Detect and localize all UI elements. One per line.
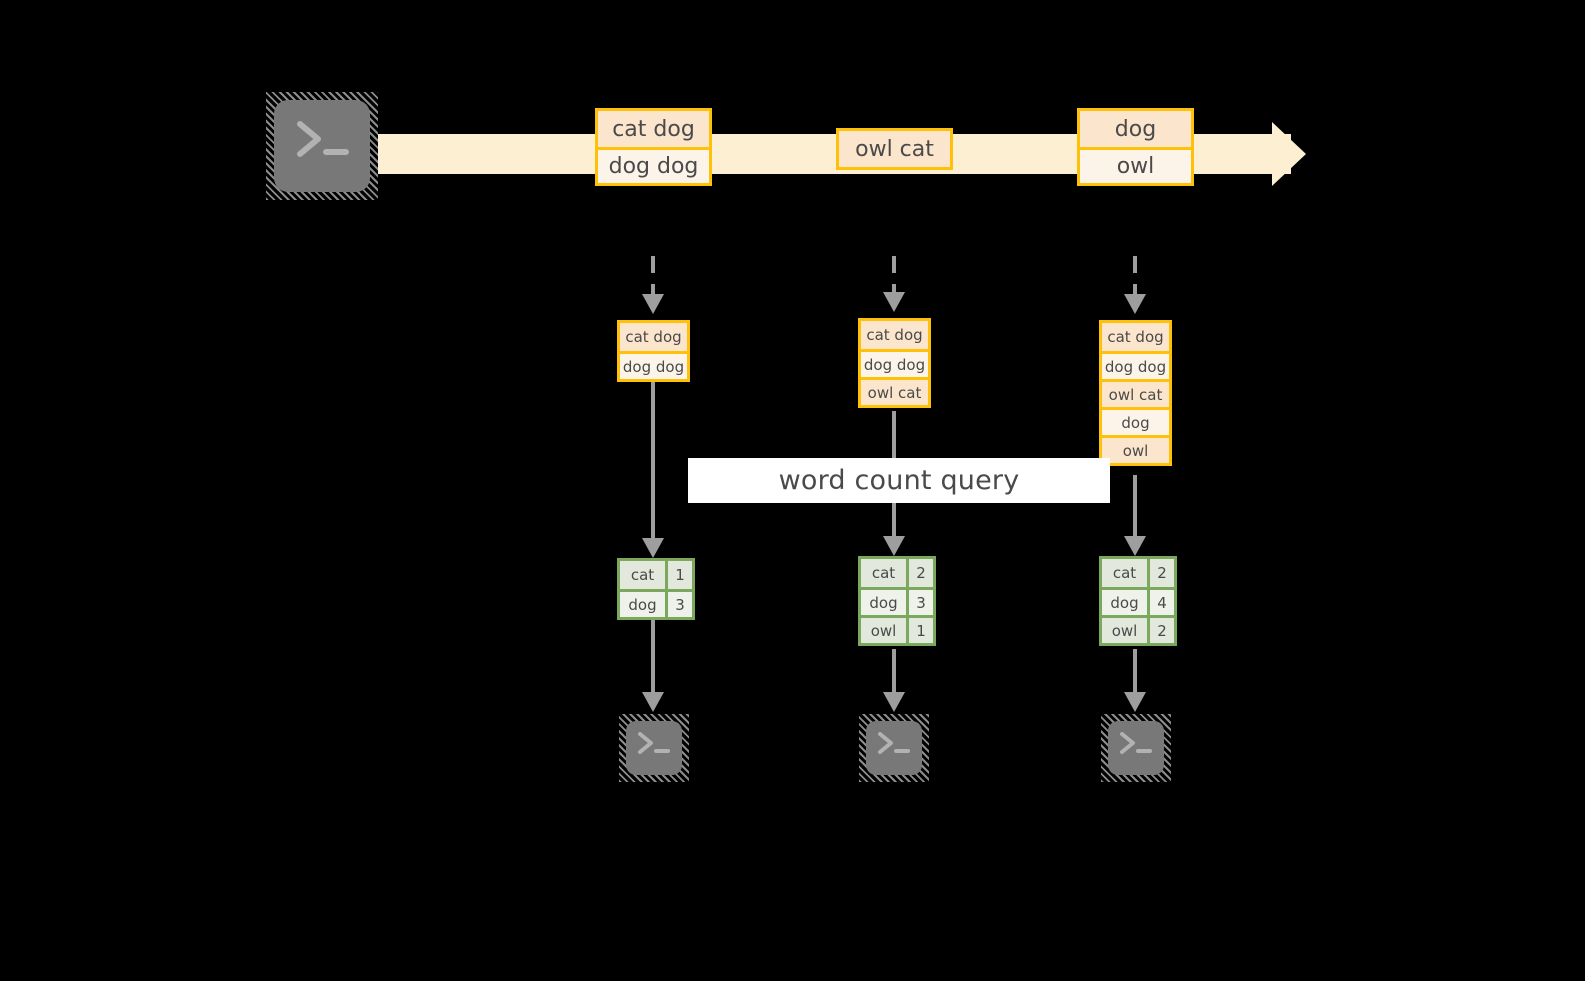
snapshot-1-stream-tap-arrowhead — [642, 294, 664, 314]
stream-event-3[interactable]: dog owl — [1077, 108, 1194, 186]
buffer-row: owl — [1102, 435, 1169, 463]
table-row: owl 1 — [861, 615, 933, 643]
buffer-row: cat dog — [620, 323, 687, 351]
table-cell-word: cat — [861, 559, 906, 587]
table-cell-word: cat — [1102, 559, 1147, 587]
table-row: cat 2 — [1102, 559, 1174, 587]
table-cell-count: 1 — [906, 618, 933, 643]
snapshot-3-sink-terminal-icon[interactable] — [1101, 714, 1171, 782]
snapshot-1-input-buffer[interactable]: cat dog dog dog — [617, 320, 690, 382]
buffer-row: cat dog — [861, 321, 928, 349]
snapshot-1-query-arrowhead — [642, 538, 664, 558]
table-cell-word: dog — [620, 592, 665, 617]
snapshot-1-sink-arrowhead — [642, 692, 664, 712]
snapshot-2-input-buffer[interactable]: cat dog dog dog owl cat — [858, 318, 931, 408]
table-cell-count: 4 — [1147, 590, 1174, 615]
terminal-body — [866, 721, 922, 775]
table-cell-word: dog — [1102, 590, 1147, 615]
table-cell-word: cat — [620, 561, 665, 589]
buffer-row: dog dog — [620, 351, 687, 379]
stream-event-line: dog dog — [598, 147, 709, 183]
terminal-prompt-icon — [297, 121, 349, 157]
stream-event-line: dog — [1080, 111, 1191, 147]
snapshot-3-input-buffer[interactable]: cat dog dog dog owl cat dog owl — [1099, 320, 1172, 466]
snapshot-2-result-table[interactable]: cat 2 dog 3 owl 1 — [858, 556, 936, 646]
word-count-query-label: word count query — [778, 465, 1020, 496]
table-row: owl 2 — [1102, 615, 1174, 643]
table-cell-word: dog — [861, 590, 906, 615]
table-cell-count: 3 — [665, 592, 692, 617]
snapshot-2-sink-terminal-icon[interactable] — [859, 714, 929, 782]
snapshot-2-stream-tap-connector — [892, 256, 896, 296]
snapshot-3-query-connector — [1133, 475, 1137, 542]
word-count-query-banner: word count query — [688, 458, 1110, 503]
stream-source-terminal-icon[interactable] — [266, 92, 378, 200]
stream-event-line: owl cat — [839, 131, 950, 167]
snapshot-2-sink-connector — [892, 649, 896, 698]
table-row: cat 2 — [861, 559, 933, 587]
terminal-prompt-icon — [1120, 732, 1152, 754]
terminal-body — [626, 721, 682, 775]
terminal-body — [274, 100, 370, 192]
stream-arrow-head — [1272, 122, 1306, 186]
snapshot-3-sink-arrowhead — [1124, 692, 1146, 712]
table-row: dog 3 — [861, 587, 933, 615]
stream-event-2[interactable]: owl cat — [836, 128, 953, 170]
snapshot-1-result-table[interactable]: cat 1 dog 3 — [617, 558, 695, 620]
snapshot-3-result-table[interactable]: cat 2 dog 4 owl 2 — [1099, 556, 1177, 646]
snapshot-1-sink-connector — [651, 620, 655, 698]
table-cell-count: 2 — [1147, 618, 1174, 643]
snapshot-3-sink-connector — [1133, 649, 1137, 698]
snapshot-1-sink-terminal-icon[interactable] — [619, 714, 689, 782]
snapshot-2-stream-tap-arrowhead — [883, 292, 905, 312]
terminal-prompt-icon — [638, 732, 670, 754]
snapshot-3-query-arrowhead — [1124, 536, 1146, 556]
buffer-row: dog dog — [861, 349, 928, 377]
table-cell-count: 2 — [906, 559, 933, 587]
table-cell-count: 1 — [665, 561, 692, 589]
buffer-row: dog — [1102, 407, 1169, 435]
buffer-row: owl cat — [1102, 379, 1169, 407]
snapshot-2-query-arrowhead — [883, 536, 905, 556]
table-cell-count: 2 — [1147, 559, 1174, 587]
table-cell-count: 3 — [906, 590, 933, 615]
stream-event-1[interactable]: cat dog dog dog — [595, 108, 712, 186]
table-cell-word: owl — [1102, 618, 1147, 643]
snapshot-1-query-connector — [651, 382, 655, 544]
snapshot-2-sink-arrowhead — [883, 692, 905, 712]
buffer-row: owl cat — [861, 377, 928, 405]
buffer-row: dog dog — [1102, 351, 1169, 379]
table-cell-word: owl — [861, 618, 906, 643]
snapshot-3-stream-tap-arrowhead — [1124, 294, 1146, 314]
terminal-prompt-icon — [878, 732, 910, 754]
table-row: cat 1 — [620, 561, 692, 589]
table-row: dog 3 — [620, 589, 692, 617]
stream-event-line: cat dog — [598, 111, 709, 147]
stream-event-line: owl — [1080, 147, 1191, 183]
table-row: dog 4 — [1102, 587, 1174, 615]
terminal-body — [1108, 721, 1164, 775]
snapshot-1-stream-tap-connector — [651, 256, 655, 298]
buffer-row: cat dog — [1102, 323, 1169, 351]
snapshot-3-stream-tap-connector — [1133, 256, 1137, 298]
